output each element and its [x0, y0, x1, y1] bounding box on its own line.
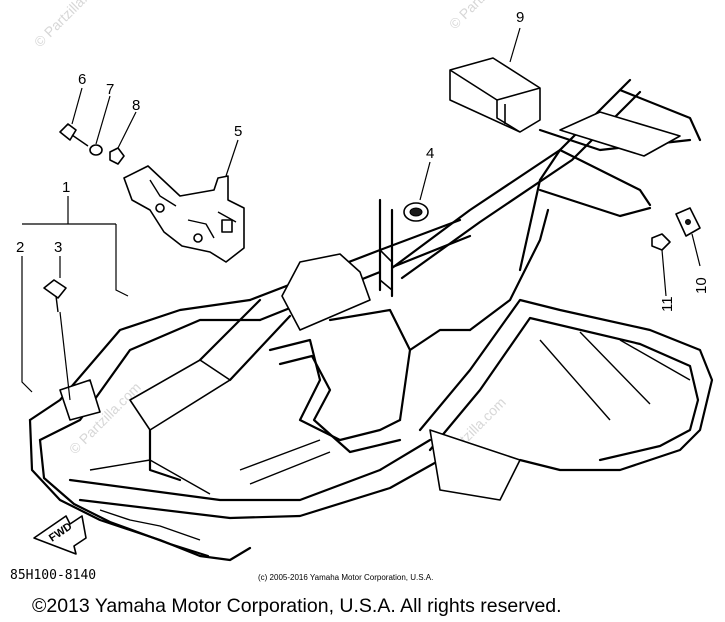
- watermark-top-right: © Partzilla.com: [446, 0, 524, 32]
- small-copyright: (c) 2005-2016 Yamaha Motor Corporation, …: [258, 573, 433, 582]
- part-7-washer[interactable]: [89, 144, 103, 156]
- callout-5: 5: [234, 123, 242, 140]
- callout-8: 8: [132, 97, 140, 114]
- callout-7: 7: [106, 81, 114, 98]
- copyright-notice: ©2013 Yamaha Motor Corporation, U.S.A. A…: [32, 595, 562, 617]
- part-3-bolt[interactable]: [43, 279, 67, 313]
- forward-arrow: FWD: [33, 515, 87, 555]
- callout-6: 6: [78, 71, 86, 88]
- part-6-bolt[interactable]: [59, 123, 89, 147]
- main-frame: [28, 78, 714, 562]
- part-8-nut[interactable]: [109, 147, 125, 165]
- callout-10: 10: [693, 277, 710, 294]
- diagram-part-code: 85H100-8140: [10, 568, 96, 583]
- watermark-top-left: © Partzilla.com: [31, 0, 109, 50]
- callout-3: 3: [54, 239, 62, 256]
- leader-lines: [21, 27, 701, 401]
- part-10-plate[interactable]: [675, 207, 701, 237]
- part-4-collar[interactable]: [403, 202, 429, 222]
- callout-2: 2: [16, 239, 24, 256]
- part-11-nut[interactable]: [651, 233, 671, 251]
- part-5-bracket[interactable]: [123, 165, 245, 263]
- part-9-pad[interactable]: [449, 57, 541, 133]
- callout-9: 9: [516, 9, 524, 26]
- callout-4: 4: [426, 145, 434, 162]
- callout-1: 1: [62, 179, 70, 196]
- callout-11: 11: [659, 296, 676, 312]
